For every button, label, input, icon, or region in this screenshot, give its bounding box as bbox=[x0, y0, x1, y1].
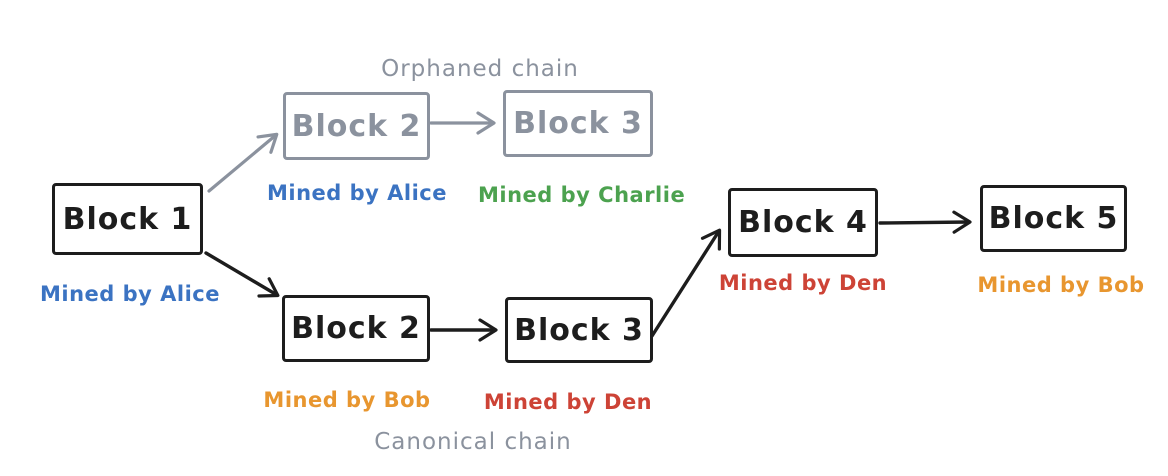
orphan-block-3-box: Block 3 bbox=[503, 90, 653, 157]
block-1-box: Block 1 bbox=[52, 183, 203, 255]
orphaned-chain-title: Orphaned chain bbox=[381, 56, 579, 82]
canonical-block-2-miner-label: Mined by Bob bbox=[263, 388, 431, 412]
orphan-block-2-miner-label: Mined by Alice bbox=[266, 181, 447, 205]
arrow-block4-to-block5 bbox=[878, 210, 972, 234]
canonical-block-2-label: Block 2 bbox=[291, 311, 421, 346]
canonical-block-3-miner-label: Mined by Den bbox=[483, 390, 653, 414]
orphan-block-3-miner-label: Mined by Charlie bbox=[478, 183, 686, 207]
orphan-block-2-label: Block 2 bbox=[291, 108, 422, 144]
canonical-block-3-box: Block 3 bbox=[505, 297, 653, 363]
block-5-box: Block 5 bbox=[980, 185, 1127, 252]
block-4-miner-label: Mined by Den bbox=[718, 271, 888, 295]
block-4-label: Block 4 bbox=[738, 205, 868, 240]
block-1-label: Block 1 bbox=[62, 201, 193, 237]
block-5-label: Block 5 bbox=[988, 201, 1119, 236]
orphan-block-2-box: Block 2 bbox=[283, 92, 430, 160]
orphan-block-3-label: Block 3 bbox=[513, 106, 643, 141]
block-1-miner-label: Mined by Alice bbox=[39, 282, 220, 306]
canonical-block-3-label: Block 3 bbox=[514, 312, 644, 348]
block-4-box: Block 4 bbox=[728, 188, 878, 257]
canonical-chain-title: Canonical chain bbox=[374, 429, 572, 455]
canonical-block-2-box: Block 2 bbox=[282, 295, 430, 362]
block-5-miner-label: Mined by Bob bbox=[977, 273, 1145, 297]
